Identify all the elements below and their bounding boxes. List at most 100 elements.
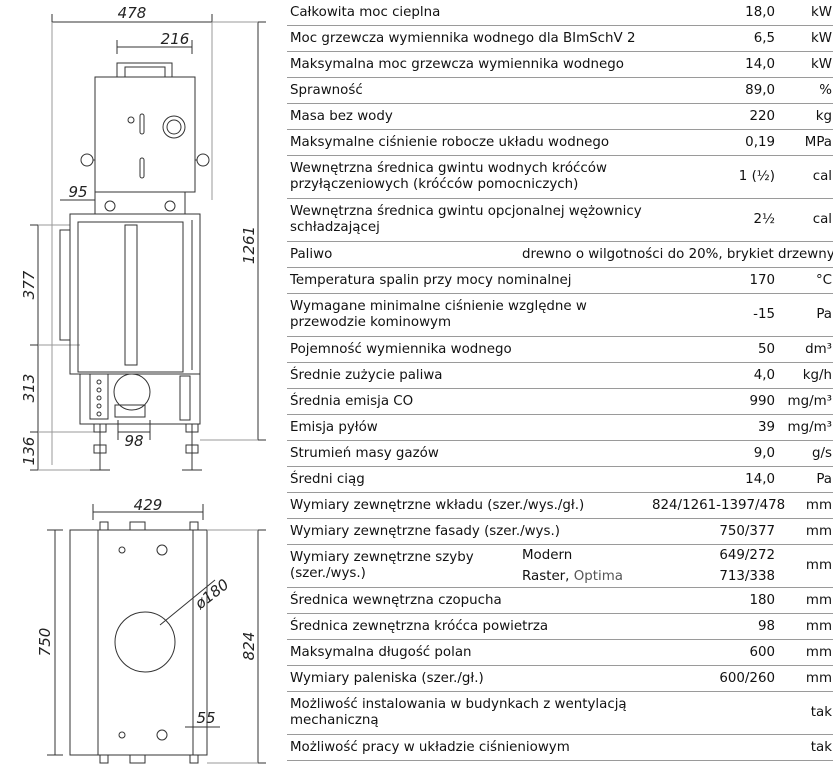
spec-unit: cal: [781, 198, 833, 242]
dim-middle-label: 313: [20, 374, 38, 403]
spec-unit: tak: [781, 691, 833, 735]
spec-label: Temperatura spalin przy mocy nominalnej: [287, 267, 649, 294]
spec-row: Wymiary zewnętrzne fasady (szer./wys.)75…: [287, 518, 833, 545]
dim-offset-label: 216: [161, 30, 190, 48]
spec-label: Paliwo: [287, 241, 519, 268]
dim-diameter-label: ø180: [191, 575, 233, 613]
dim-824-label: 824: [240, 632, 258, 661]
dim-55-label: 55: [196, 709, 215, 727]
spec-unit: °C: [781, 267, 833, 294]
spec-label: Maksymalna długość polan: [287, 639, 649, 666]
spec-sub-name: Raster, Optima: [522, 569, 647, 585]
spec-unit: kW: [781, 51, 833, 78]
spec-unit: mm: [781, 518, 833, 545]
spec-unit: kg/h: [781, 362, 833, 389]
spec-label: Średnie zużycie paliwa: [287, 362, 649, 389]
upper-body: [94, 76, 196, 193]
spec-value: 220: [649, 103, 781, 130]
bottom-body: [97, 529, 194, 756]
spec-unit: g/s: [781, 440, 833, 467]
base-body: [79, 373, 201, 425]
spec-label: Emisja pyłów: [287, 414, 649, 441]
spec-unit: kg: [781, 103, 833, 130]
flue-outlet: [114, 611, 176, 673]
spec-value: 0,19: [649, 129, 781, 156]
spec-sub-name-part: Raster,: [522, 568, 574, 584]
dim-side-label: 95: [68, 183, 87, 201]
spec-label: Średnica wewnętrzna czopucha: [287, 587, 649, 614]
spec-unit: mm: [781, 665, 833, 692]
spec-unit: %: [781, 77, 833, 104]
spec-value: -15: [649, 293, 781, 337]
spec-row: Wymagane minimalne ciśnienie względne w …: [287, 293, 833, 337]
spec-unit: mm: [781, 587, 833, 614]
spec-label: Możliwość instalowania w budynkach z wen…: [287, 691, 649, 735]
spec-label: Wewnętrzna średnica gwintu opcjonalnej w…: [287, 198, 649, 242]
spec-row: Wewnętrzna średnica gwintu wodnych króćc…: [287, 155, 833, 199]
spec-label: Wymiary zewnętrzne wkładu (szer./wys./gł…: [287, 492, 649, 519]
spec-value: 824/1261-1397/478: [649, 492, 785, 519]
spec-label: Średni ciąg: [287, 466, 649, 493]
spec-row: Możliwość pracy w układzie ciśnieniowym t…: [287, 734, 833, 761]
spec-label: Strumień masy gazów: [287, 440, 649, 467]
spec-unit: MPa: [781, 129, 833, 156]
spec-unit: mm: [781, 544, 833, 588]
dim-upper-label: 377: [20, 270, 38, 299]
spec-value: 6,5: [649, 25, 781, 52]
spec-value: 2½: [649, 198, 781, 242]
spec-row: Wewnętrzna średnica gwintu opcjonalnej w…: [287, 198, 833, 242]
spec-unit: Pa: [781, 293, 833, 337]
spec-sub-name: Modern: [522, 547, 573, 563]
drawing-svg: 478 216 95 1261 377 313 136 98 429 ø180 …: [20, 4, 266, 764]
spec-value: 39: [649, 414, 781, 441]
spec-label: Pojemność wymiennika wodnego: [287, 336, 649, 363]
spec-value: [649, 691, 781, 735]
air-collar: [113, 373, 151, 411]
spec-value: 180: [649, 587, 781, 614]
spec-unit: mg/m³: [781, 388, 833, 415]
spec-label: Możliwość pracy w układzie ciśnieniowym: [287, 734, 649, 761]
spec-value: 990: [649, 388, 781, 415]
spec-unit: kW: [781, 25, 833, 52]
dim-collar-label: 98: [124, 432, 143, 450]
spec-unit: mg/m³: [781, 414, 833, 441]
spec-unit: tak: [781, 734, 833, 761]
facade-side: [69, 529, 99, 756]
spec-label: Całkowita moc cieplna: [287, 0, 649, 26]
dim-width-bottom-label: 429: [134, 496, 163, 514]
dim-lower-label: 136: [20, 437, 38, 466]
spec-value: 170: [649, 267, 781, 294]
spec-value: 14,0: [649, 466, 781, 493]
spec-value: 9,0: [649, 440, 781, 467]
spec-value: 18,0: [649, 0, 781, 26]
spec-sub-value: 713/338: [719, 568, 775, 584]
spec-value: 50: [649, 336, 781, 363]
spec-sub-name-part: Optima: [573, 568, 623, 584]
spec-label: Średnia emisja CO: [287, 388, 649, 415]
spec-label: Moc grzewcza wymiennika wodnego dla BImS…: [287, 25, 649, 52]
spec-label: Wymiary zewnętrzne szyby (szer./wys.): [287, 544, 519, 588]
spec-unit: mm: [781, 613, 833, 640]
spec-row: Moc grzewcza wymiennika wodnego dla BImS…: [287, 25, 833, 52]
spec-value: 4,0: [649, 362, 781, 389]
spec-label: Wymiary zewnętrzne fasady (szer./wys.): [287, 518, 649, 545]
spec-value: 89,0: [649, 77, 781, 104]
spec-value: 600: [649, 639, 781, 666]
spec-unit: mm: [781, 492, 833, 519]
